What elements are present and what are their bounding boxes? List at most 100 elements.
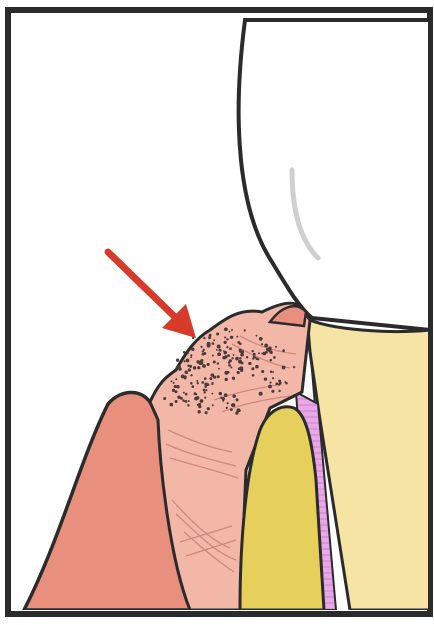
stipple-dot (259, 337, 263, 341)
stipple-dot (196, 380, 198, 382)
stipple-dot (203, 349, 205, 351)
stipple-dot (217, 352, 221, 356)
stipple-dot (229, 331, 231, 333)
stipple-dot (203, 389, 206, 392)
stipple-dot (204, 377, 207, 380)
stipple-dot (171, 380, 173, 382)
stipple-dot (229, 359, 232, 362)
stipple-dot (226, 402, 228, 404)
stipple-dot (163, 397, 166, 400)
stipple-dot (190, 382, 193, 385)
stipple-dot (183, 392, 185, 394)
stipple-dot (272, 371, 274, 373)
stipple-dot (187, 352, 189, 354)
stipple-dot (236, 398, 239, 401)
stipple-dot (275, 382, 278, 385)
stipple-dot (184, 360, 186, 362)
stipple-dot (252, 374, 255, 377)
stipple-dot (182, 399, 185, 402)
stipple-dot (202, 364, 206, 368)
stipple-dot (261, 343, 263, 345)
stipple-dot (191, 385, 194, 388)
stipple-dot (256, 335, 258, 337)
stipple-dot (191, 348, 194, 351)
stipple-dot (212, 342, 215, 345)
stipple-dot (176, 385, 179, 388)
stipple-dot (270, 359, 273, 362)
stipple-dot (197, 366, 200, 369)
stipple-dot (246, 356, 249, 359)
stipple-dot (233, 354, 235, 356)
stipple-dot (185, 393, 188, 396)
stipple-dot (252, 358, 254, 360)
stipple-dot (188, 368, 191, 371)
stipple-dot (272, 377, 274, 379)
stipple-dot (236, 358, 238, 360)
stipple-dot (217, 345, 221, 349)
stipple-dot (248, 362, 251, 365)
stipple-dot (190, 374, 192, 376)
stipple-dot (253, 353, 256, 356)
stipple-dot (203, 337, 205, 339)
stipple-dot (219, 392, 222, 395)
stipple-dot (227, 354, 230, 357)
stipple-dot (293, 366, 295, 368)
stipple-dot (176, 359, 179, 362)
stipple-dot (229, 347, 232, 350)
stipple-dot (257, 358, 259, 360)
stipple-dot (251, 367, 254, 370)
stipple-dot (183, 351, 186, 354)
stipple-dot (236, 336, 238, 338)
stipple-dot (207, 407, 210, 410)
stipple-dot (222, 400, 224, 402)
stipple-dot (275, 346, 277, 348)
stipple-dot (285, 382, 288, 385)
stipple-dot (205, 411, 208, 414)
stipple-dot (203, 391, 205, 393)
stipple-dot (278, 383, 280, 385)
stipple-dot (238, 372, 240, 374)
stipple-dot (217, 375, 220, 378)
stipple-dot (200, 399, 204, 403)
stipple-dot (212, 404, 214, 406)
stipple-dot (222, 356, 226, 360)
stipple-dot (224, 393, 228, 397)
stipple-dot (207, 383, 210, 386)
stipple-dot (180, 397, 183, 400)
stipple-dot (220, 397, 222, 399)
stipple-dot (197, 404, 199, 406)
stipple-dot (202, 353, 205, 356)
stipple-dot (209, 377, 212, 380)
stipple-dot (190, 356, 192, 358)
stipple-dot (261, 353, 263, 355)
stipple-dot (264, 377, 267, 380)
stipple-dot (269, 350, 273, 354)
stipple-dot (224, 327, 228, 331)
stipple-dot (230, 367, 232, 369)
stipple-dot (204, 385, 207, 388)
stipple-dot (224, 341, 227, 344)
stipple-dot (187, 404, 189, 406)
stipple-dot (198, 410, 201, 413)
stipple-dot (201, 381, 204, 384)
stipple-dot (269, 382, 271, 384)
stipple-dot (255, 365, 259, 369)
stipple-dot (230, 408, 233, 411)
stipple-dot (268, 385, 272, 389)
stipple-dot (173, 382, 175, 384)
stipple-dot (258, 352, 260, 354)
stipple-dot (219, 349, 222, 352)
stipple-dot (216, 333, 219, 336)
stipple-dot (264, 344, 268, 348)
stipple-dot (239, 342, 242, 345)
stipple-dot (227, 371, 230, 374)
stipple-dot (188, 400, 190, 402)
stipple-dot (170, 403, 174, 407)
stipple-dot (195, 393, 197, 395)
stipple-dot (174, 385, 177, 388)
stipple-dot (211, 373, 215, 377)
stipple-dot (226, 338, 228, 340)
stipple-dot (230, 336, 233, 339)
stipple-dot (185, 371, 188, 374)
